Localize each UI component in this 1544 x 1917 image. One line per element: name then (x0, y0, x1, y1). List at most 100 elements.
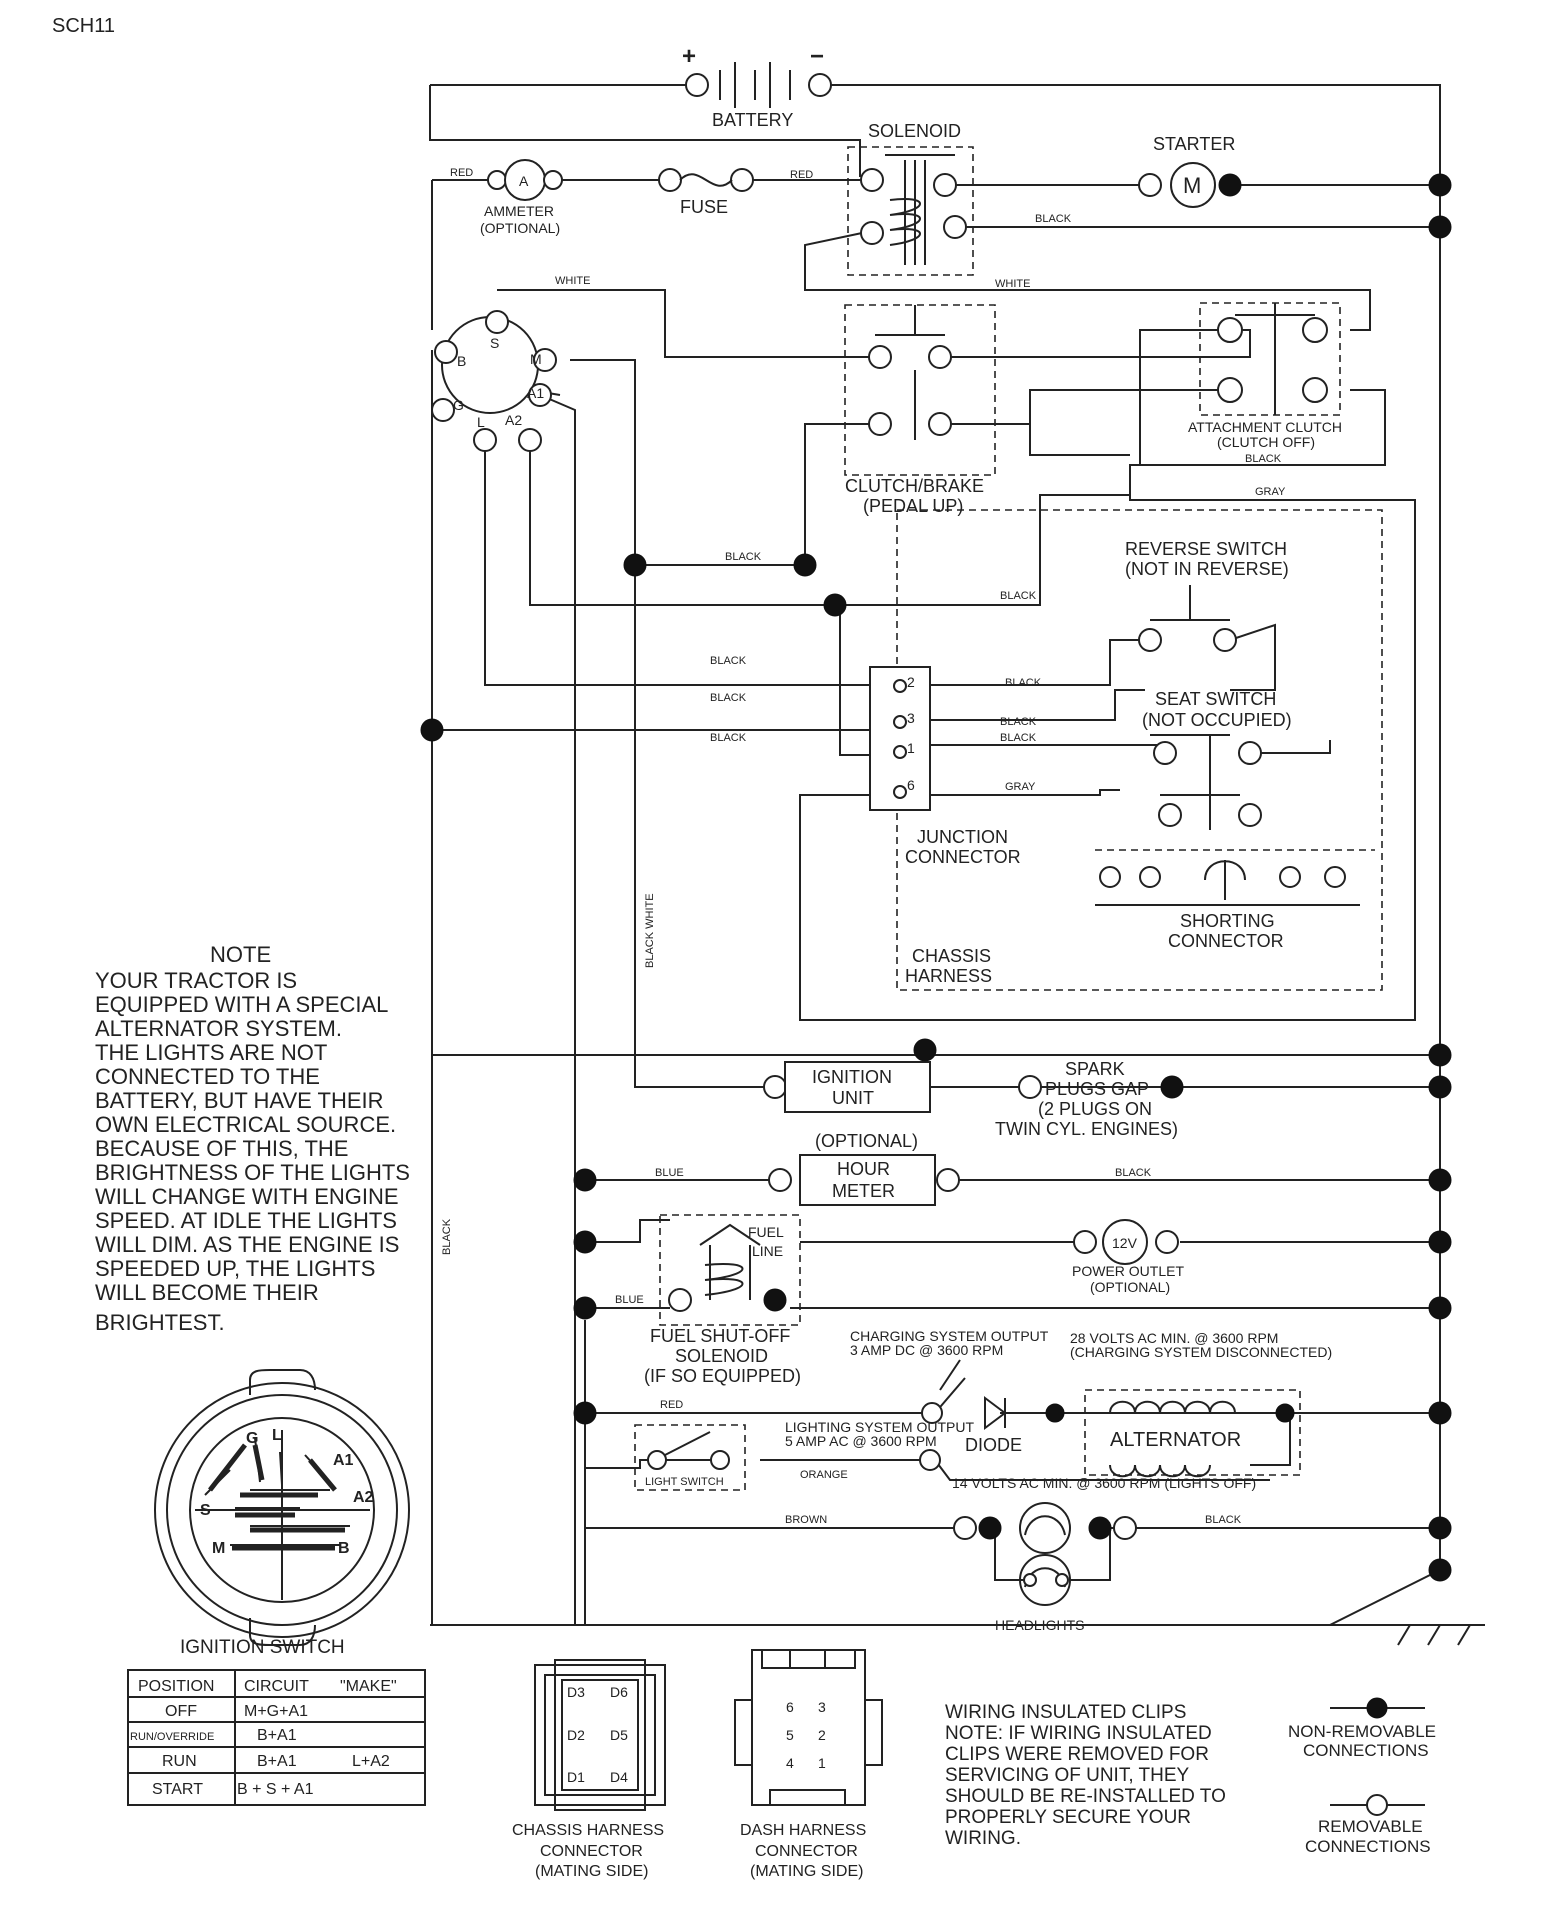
junction-pin-6: 6 (907, 777, 915, 793)
starter-label: STARTER (1153, 134, 1235, 154)
spark-plugs: SPARK PLUGS GAP (2 PLUGS ON TWIN CYL. EN… (995, 1059, 1184, 1139)
fuel-solenoid-sub1: SOLENOID (675, 1346, 768, 1366)
note-line-8: BECAUSE OF THIS, THE (95, 1136, 348, 1161)
legend-non-removable-sub: CONNECTIONS (1303, 1741, 1429, 1760)
table-row-run-circuit: B+A1 (257, 1753, 297, 1770)
note-line-9: BRIGHTNESS OF THE LIGHTS (95, 1160, 410, 1185)
legend-non-removable-label: NON-REMOVABLE (1288, 1722, 1436, 1741)
page-code: SCH11 (52, 15, 115, 37)
legend-removable-label: REMOVABLE (1318, 1817, 1423, 1836)
hour-meter-sub: METER (832, 1181, 895, 1201)
chassis-connector-sub2: (MATING SIDE) (535, 1863, 648, 1880)
table-header-position: POSITION (138, 1678, 214, 1695)
wire-black-7: BLACK (710, 692, 747, 704)
ign-term-a1: A1 (527, 385, 544, 401)
chassis-harness-connector: D3 D6 D2 D5 D1 D4 CHASSIS HARNESS CONNEC… (512, 1659, 666, 1880)
spark-label: SPARK (1065, 1059, 1125, 1079)
ignition-switch-table: IGNITION SWITCH POSITION CIRCUIT "MAKE" … (127, 1637, 426, 1806)
table-row-run-extra: L+A2 (352, 1753, 390, 1770)
chassis-pin-d6: D6 (610, 1684, 628, 1700)
ignition-unit: IGNITION UNIT (763, 1061, 931, 1113)
chassis-pin-d3: D3 (567, 1684, 585, 1700)
seat-switch-label: SEAT SWITCH (1155, 689, 1276, 709)
note-line-11: SPEED. AT IDLE THE LIGHTS (95, 1208, 397, 1233)
dash-connector-label: DASH HARNESS (740, 1822, 866, 1839)
note-line-6: BATTERY, BUT HAVE THEIR (95, 1088, 384, 1113)
clips-line-5: SHOULD BE RE-INSTALLED TO (945, 1786, 1226, 1807)
charging-system: CHARGING SYSTEM OUTPUT 3 AMP DC @ 3600 R… (785, 1328, 1332, 1491)
wire-labels: RED RED BLACK WHITE WHITE BLACK GRAY BLA… (441, 167, 1286, 1526)
ammeter-optional: (OPTIONAL) (480, 220, 560, 236)
table-header-make: "MAKE" (340, 1678, 397, 1695)
legend: NON-REMOVABLE CONNECTIONS REMOVABLE CONN… (1288, 1697, 1436, 1856)
face-label-s: S (200, 1502, 211, 1519)
junction-label: JUNCTION (917, 827, 1008, 847)
note-line-14: WILL BECOME THEIR (95, 1280, 319, 1305)
wire-gray-1: GRAY (1255, 486, 1286, 498)
spark-sub1: PLUGS GAP (1045, 1079, 1149, 1099)
power-outlet-sub: (OPTIONAL) (1090, 1279, 1170, 1295)
spark-sub3: TWIN CYL. ENGINES) (995, 1119, 1178, 1139)
dash-connector-sub2: (MATING SIDE) (750, 1863, 863, 1880)
fuel-shutoff-solenoid: FUEL LINE FUEL SHUT-OFF SOLENOID (IF SO … (644, 1214, 801, 1386)
reverse-switch-sub: (NOT IN REVERSE) (1125, 559, 1289, 579)
battery: + − BATTERY (682, 43, 832, 130)
attachment-clutch-label: ATTACHMENT CLUTCH (1188, 419, 1342, 435)
ignition-unit-label: IGNITION (812, 1067, 892, 1087)
shorting-label: SHORTING (1180, 911, 1275, 931)
fuse-label: FUSE (680, 197, 728, 217)
seat-switch-sub: (NOT OCCUPIED) (1142, 710, 1292, 730)
hour-meter: (OPTIONAL) HOUR METER (768, 1131, 960, 1206)
chassis-pin-d1: D1 (567, 1769, 585, 1785)
wire-black-5: BLACK (710, 655, 747, 667)
junction-connector: 2 3 1 6 JUNCTION CONNECTOR (869, 666, 1021, 867)
lighting-output-label: LIGHTING SYSTEM OUTPUT (785, 1419, 974, 1435)
note-line-7: OWN ELECTRICAL SOURCE. (95, 1112, 396, 1137)
wire-gray-2: GRAY (1005, 781, 1036, 793)
chassis-connector-sub1: CONNECTOR (540, 1843, 643, 1860)
wire-black-9: BLACK (1000, 716, 1037, 728)
chassis-pin-d4: D4 (610, 1769, 628, 1785)
table-header-circuit: CIRCUIT (244, 1678, 309, 1695)
ammeter-symbol: A (519, 173, 529, 189)
junction-pin-3: 3 (907, 710, 915, 726)
wire-red-2: RED (790, 169, 813, 181)
chassis-harness-label: CHASSIS (912, 946, 991, 966)
clips-line-3: CLIPS WERE REMOVED FOR (945, 1744, 1209, 1765)
wire-black-1: BLACK (1035, 213, 1072, 225)
battery-plus: + (682, 43, 696, 70)
ammeter: A AMMETER (OPTIONAL) (480, 159, 563, 236)
note-line-4: THE LIGHTS ARE NOT (95, 1040, 327, 1065)
chassis-harness-box (896, 509, 1383, 991)
clips-line-2: NOTE: IF WIRING INSULATED (945, 1723, 1212, 1744)
ignition-switch-schematic: S B M A1 A2 L G (431, 310, 557, 452)
clutch-brake-sub: (PEDAL UP) (863, 496, 963, 516)
wire-white-1: WHITE (555, 275, 590, 287)
legend-non-removable-symbol (1366, 1697, 1388, 1719)
starter: STARTER M (1138, 134, 1242, 208)
wires (429, 84, 1485, 1646)
clips-line-7: WIRING. (945, 1828, 1021, 1849)
note-line-1: YOUR TRACTOR IS (95, 968, 297, 993)
wire-black-11: BLACK (1115, 1167, 1152, 1179)
attachment-clutch-sub: (CLUTCH OFF) (1217, 434, 1315, 450)
ign-term-g: G (453, 397, 464, 413)
wire-blue-2: BLUE (615, 1294, 644, 1306)
hour-meter-optional: (OPTIONAL) (815, 1131, 918, 1151)
power-outlet-symbol: 12V (1112, 1235, 1138, 1251)
wire-black-left: BLACK (441, 1218, 453, 1255)
clutch-brake-switch: CLUTCH/BRAKE (PEDAL UP) (844, 304, 996, 516)
hour-meter-label: HOUR (837, 1159, 890, 1179)
fuel-line-sub: LINE (752, 1243, 783, 1259)
ignition-switch-title: IGNITION SWITCH (180, 1637, 345, 1658)
note-line-2: EQUIPPED WITH A SPECIAL (95, 992, 388, 1017)
wire-orange: ORANGE (800, 1469, 848, 1481)
ignition-unit-sub: UNIT (832, 1088, 874, 1108)
alternator-volts-label: 28 VOLTS AC MIN. @ 3600 RPM (1070, 1330, 1278, 1346)
shorting-connector: SHORTING CONNECTOR (1095, 849, 1375, 951)
table-row-override-circuit: B+A1 (257, 1727, 297, 1744)
note-line-5: CONNECTED TO THE (95, 1064, 320, 1089)
spark-sub2: (2 PLUGS ON (1038, 1099, 1152, 1119)
wire-black-10: BLACK (1000, 732, 1037, 744)
note-line-12: WILL DIM. AS THE ENGINE IS (95, 1232, 399, 1257)
